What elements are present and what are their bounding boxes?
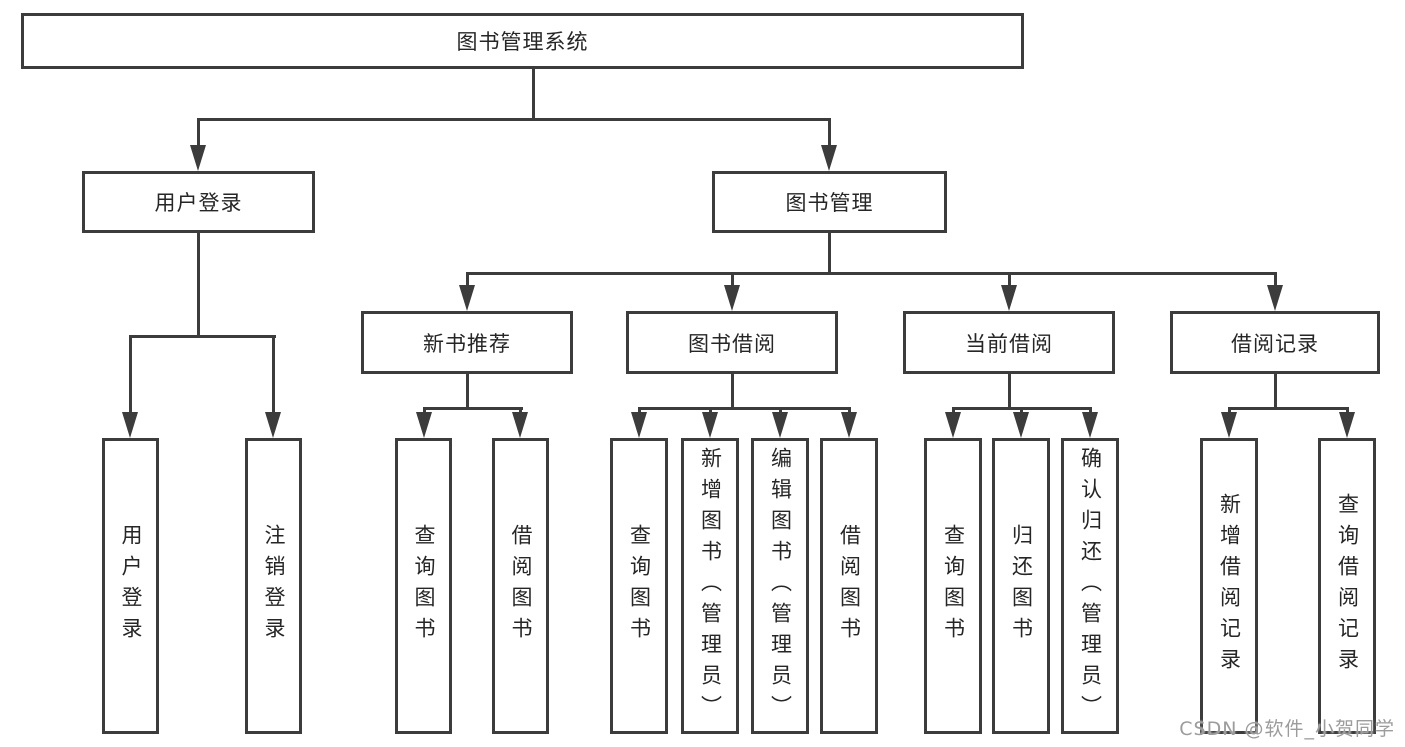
connector-line	[638, 407, 851, 410]
connector-line	[828, 233, 831, 272]
arrow-down-icon	[724, 285, 740, 311]
leaf-label: 借阅图书	[509, 524, 533, 648]
arrow-down-icon	[945, 412, 961, 438]
connector-line	[1008, 374, 1011, 407]
connector-line	[779, 407, 782, 412]
leaf-label: 新增图书（管理员）	[698, 446, 723, 726]
arrow-down-icon	[265, 412, 281, 438]
connector-line	[1008, 272, 1011, 285]
leaf-query-books-borrow: 查询图书	[610, 438, 668, 734]
leaf-borrow-books: 借阅图书	[820, 438, 878, 734]
connector-line	[466, 272, 1277, 275]
leaf-confirm-return-admin: 确认归还（管理员）	[1061, 438, 1119, 734]
leaf-query-borrow-record: 查询借阅记录	[1318, 438, 1376, 734]
arrow-down-icon	[1013, 412, 1029, 438]
arrow-down-icon	[1221, 412, 1237, 438]
connector-line	[1346, 407, 1349, 412]
node-new-book-recommend: 新书推荐	[361, 311, 573, 374]
leaf-label: 归还图书	[1009, 524, 1034, 648]
connector-line	[129, 335, 276, 338]
connector-line	[197, 118, 200, 146]
arrow-down-icon	[416, 412, 432, 438]
leaf-logout: 注销登录	[245, 438, 302, 734]
connector-line	[1228, 407, 1231, 412]
connector-line	[466, 272, 469, 285]
arrow-down-icon	[702, 412, 718, 438]
connector-line	[1274, 272, 1277, 285]
leaf-return-book: 归还图书	[992, 438, 1050, 734]
arrow-down-icon	[1267, 285, 1283, 311]
connector-line	[1020, 407, 1023, 412]
leaf-label: 查询图书	[412, 524, 436, 648]
leaf-label: 用户登录	[119, 524, 143, 648]
arrow-down-icon	[512, 412, 528, 438]
leaf-label: 查询图书	[627, 524, 652, 648]
node-label: 图书借阅	[688, 331, 776, 356]
arrow-down-icon	[1001, 285, 1017, 311]
connector-line	[638, 407, 641, 412]
arrow-down-icon	[772, 412, 788, 438]
connector-line	[519, 407, 522, 412]
leaf-query-books-recommend: 查询图书	[395, 438, 452, 734]
node-book-borrow: 图书借阅	[626, 311, 838, 374]
connector-line	[709, 407, 712, 412]
connector-line	[848, 407, 851, 412]
leaf-add-borrow-record: 新增借阅记录	[1200, 438, 1258, 734]
arrow-down-icon	[821, 145, 837, 171]
node-label: 当前借阅	[965, 331, 1053, 356]
node-label: 借阅记录	[1231, 331, 1319, 356]
connector-line	[423, 407, 426, 412]
leaf-label: 注销登录	[262, 524, 286, 648]
leaf-label: 借阅图书	[837, 524, 862, 648]
connector-line	[532, 69, 535, 118]
arrow-down-icon	[122, 412, 138, 438]
watermark-text: CSDN @软件_小贺同学	[1179, 718, 1395, 740]
leaf-query-books-current: 查询图书	[924, 438, 982, 734]
connector-line	[1228, 407, 1349, 410]
leaf-add-book-admin: 新增图书（管理员）	[681, 438, 739, 734]
connector-line	[466, 374, 469, 407]
connector-line	[197, 118, 831, 121]
connector-line	[129, 335, 132, 412]
arrow-down-icon	[841, 412, 857, 438]
leaf-user-login: 用户登录	[102, 438, 159, 734]
connector-line	[952, 407, 955, 412]
connector-line	[828, 118, 831, 146]
arrow-down-icon	[190, 145, 206, 171]
connector-line	[272, 335, 275, 412]
node-label: 新书推荐	[423, 331, 511, 356]
node-label: 图书管理系统	[456, 30, 589, 54]
connector-line	[731, 272, 734, 285]
node-current-borrow: 当前借阅	[903, 311, 1115, 374]
arrow-down-icon	[459, 285, 475, 311]
leaf-edit-book-admin: 编辑图书（管理员）	[751, 438, 809, 734]
arrow-down-icon	[1339, 412, 1355, 438]
leaf-label: 确认归还（管理员）	[1078, 446, 1103, 726]
connector-line	[1274, 374, 1277, 407]
connector-line	[423, 407, 523, 410]
leaf-label: 查询图书	[941, 524, 966, 648]
node-borrow-records: 借阅记录	[1170, 311, 1380, 374]
connector-line	[731, 374, 734, 407]
leaf-borrow-books-recommend: 借阅图书	[492, 438, 549, 734]
connector-line	[1089, 407, 1092, 412]
leaf-label: 编辑图书（管理员）	[768, 446, 793, 726]
leaf-label: 查询借阅记录	[1335, 493, 1360, 679]
node-root: 图书管理系统	[21, 13, 1024, 69]
leaf-label: 新增借阅记录	[1217, 493, 1242, 679]
arrow-down-icon	[631, 412, 647, 438]
connector-line	[197, 233, 200, 335]
node-label: 图书管理	[785, 191, 874, 215]
node-user-login: 用户登录	[82, 171, 315, 233]
arrow-down-icon	[1082, 412, 1098, 438]
node-book-management: 图书管理	[712, 171, 947, 233]
node-label: 用户登录	[154, 191, 243, 215]
